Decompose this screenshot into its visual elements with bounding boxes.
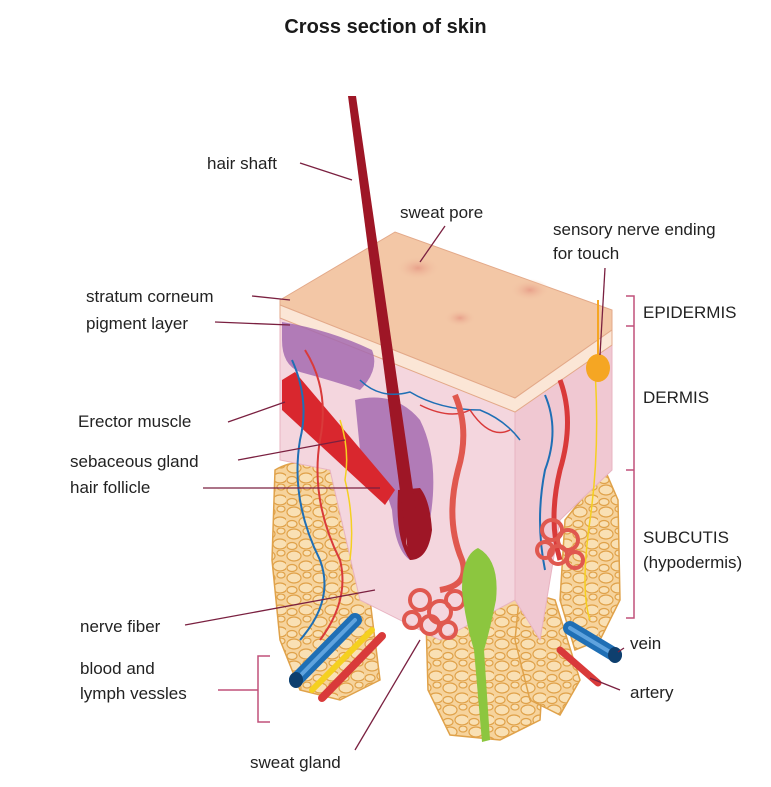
label-hair-shaft: hair shaft: [207, 153, 277, 174]
label-sensory-nerve-ending-line1: sensory nerve ending: [553, 219, 716, 240]
label-blood-lymph-line1: blood and: [80, 658, 155, 679]
sweat-pore-spot-3: [444, 309, 476, 327]
layer-label-hypodermis: (hypodermis): [643, 552, 742, 573]
sweat-pore-spot: [396, 256, 440, 280]
label-nerve-fiber: nerve fiber: [80, 616, 160, 637]
label-hair-follicle: hair follicle: [70, 477, 150, 498]
label-artery: artery: [630, 682, 673, 703]
layer-label-dermis: DERMIS: [643, 387, 709, 408]
layer-label-subcutis: SUBCUTIS: [643, 527, 729, 548]
blood-lymph-bracket: [218, 656, 270, 722]
label-sensory-nerve-ending-line2: for touch: [553, 243, 619, 264]
label-stratum-corneum: stratum corneum: [86, 286, 214, 307]
label-vein: vein: [630, 633, 661, 654]
layer-bracket: [626, 296, 634, 618]
leader-erector-muscle: [228, 402, 285, 422]
label-erector-muscle: Erector muscle: [78, 411, 191, 432]
label-pigment-layer: pigment layer: [86, 313, 188, 334]
sweat-pore-spot-2: [510, 279, 550, 301]
label-sweat-pore: sweat pore: [400, 202, 483, 223]
layer-label-epidermis: EPIDERMIS: [643, 302, 737, 323]
label-blood-lymph-line2: lymph vessles: [80, 683, 187, 704]
leader-hair-shaft: [300, 163, 352, 180]
diagram-title: Cross section of skin: [0, 16, 771, 39]
label-sebaceous-gland: sebaceous gland: [70, 451, 199, 472]
label-sweat-gland: sweat gland: [250, 752, 341, 773]
leader-pigment-layer: [215, 322, 290, 325]
